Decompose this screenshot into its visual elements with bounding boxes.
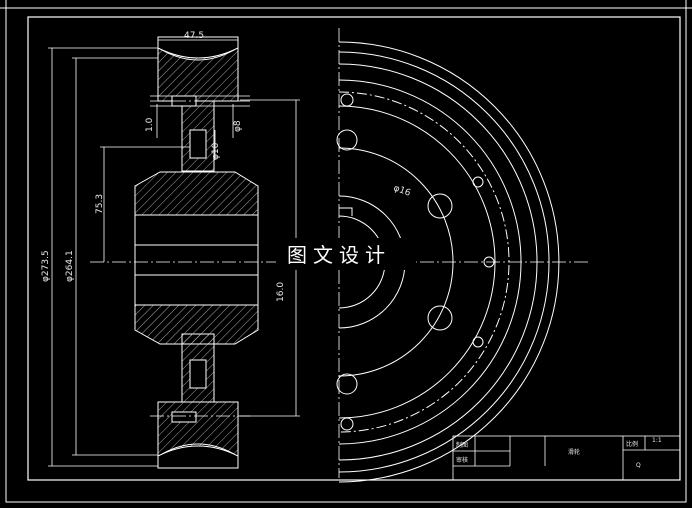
bolt-hole: [427, 193, 453, 219]
front-view: [336, 41, 560, 483]
groove-bottom: [157, 445, 239, 469]
scale-value: 1:1: [652, 437, 662, 444]
title-block: [452, 435, 681, 481]
dim-dia-8: φ8: [233, 120, 243, 132]
watermark: 图文设计: [287, 243, 391, 267]
dim-dia-10: φ10: [211, 142, 221, 160]
dim-16: 16.0: [276, 282, 286, 302]
hub-upper: [134, 171, 259, 216]
dim-dia-264: φ264.1: [65, 250, 75, 282]
section-view: [134, 36, 259, 469]
dim-width-top: 47.5: [184, 31, 204, 41]
material-label: Q: [636, 462, 641, 469]
inner-frame: [27, 16, 681, 481]
scale-label: 比例: [626, 440, 638, 448]
hole-lower: [189, 359, 207, 389]
drawn-label: 制图: [456, 441, 468, 449]
watermark-bg: [276, 238, 416, 270]
corner-mark-top-left: [0, 0, 7, 9]
bore: [134, 214, 259, 306]
dim-dia-273: φ273.5: [41, 250, 51, 282]
dimension-lines: [48, 39, 300, 467]
outer-rim-circle: [338, 41, 560, 483]
part-name: 滑轮: [568, 448, 580, 456]
dim-1: 1.0: [145, 117, 155, 132]
outer-frame: [5, 7, 687, 503]
hub-lower: [134, 304, 259, 345]
groove-top: [157, 36, 239, 59]
bolt-hole: [427, 305, 453, 331]
check-label: 审核: [456, 456, 468, 464]
corner-mark-top-right: [685, 0, 692, 9]
hole-upper: [189, 129, 207, 159]
dim-dia-16-circle: φ16: [392, 183, 412, 198]
dim-75: 75.3: [95, 194, 105, 214]
